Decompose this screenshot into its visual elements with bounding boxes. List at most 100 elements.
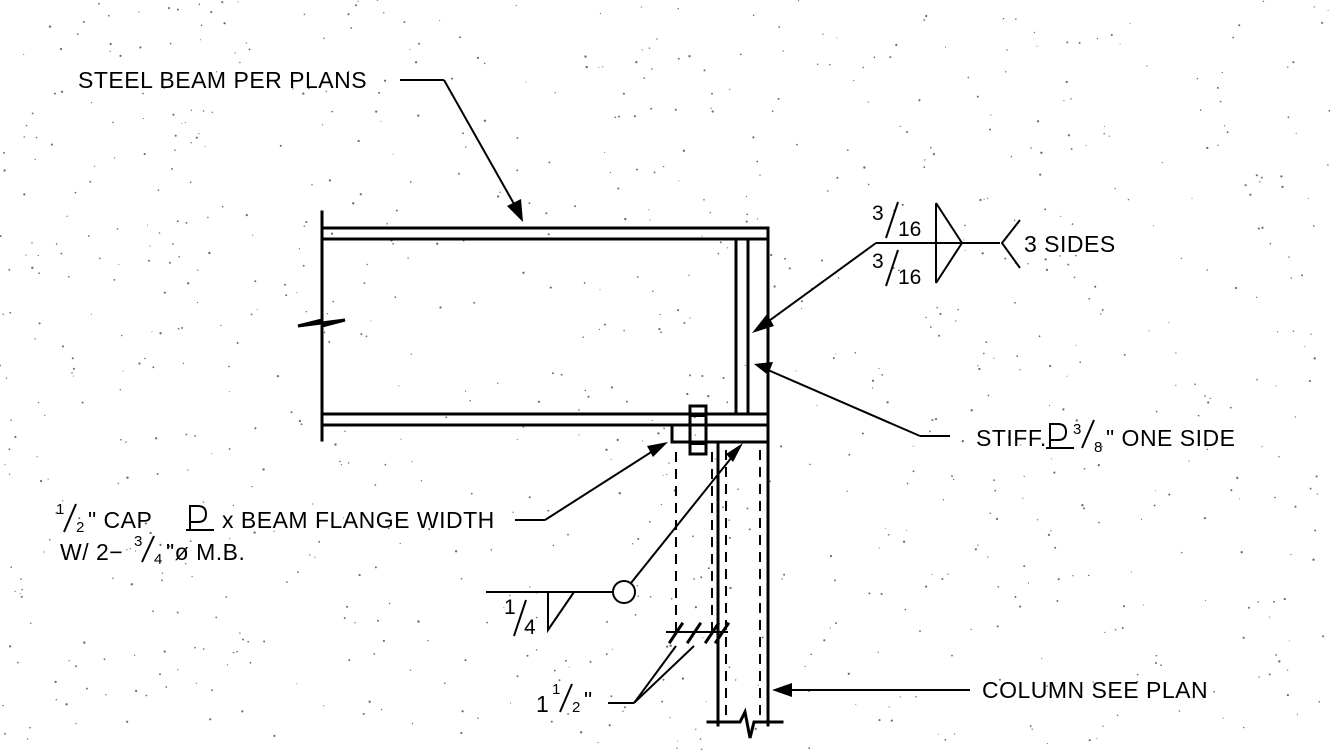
scan-speck [200,39,202,41]
scan-speck [1313,357,1316,360]
scan-speck [994,489,997,492]
scan-speck [682,149,686,152]
scan-speck [98,257,101,260]
scan-speck [944,738,947,741]
scan-speck [1032,689,1034,691]
scan-speck [189,540,192,542]
scan-speck [993,479,995,482]
scan-speck [1206,269,1208,271]
scan-speck [256,308,258,311]
fillet-weld-slash [513,599,527,637]
scan-speck [550,720,553,723]
scan-speck [1062,408,1065,411]
scan-speck [254,280,257,283]
scan-speck [168,7,171,10]
scan-speck [516,438,518,440]
scan-speck [884,527,887,529]
scan-speck [694,434,696,436]
scan-speck [996,625,999,628]
scan-speck [1075,344,1077,346]
scan-speck [754,727,757,731]
leader-column [772,683,970,697]
scan-speck [228,448,231,450]
scan-speck [66,215,68,217]
scan-speck [837,277,840,279]
scan-speck [995,517,999,521]
scan-speck [23,54,25,56]
scan-speck [649,596,652,598]
scan-speck [863,166,866,169]
bolts-prefix: W/ 2− [60,539,123,565]
scan-speck [692,535,694,538]
scan-speck [388,602,391,605]
scan-speck [1092,681,1094,683]
scan-speck [709,211,712,214]
scan-speck [829,627,831,629]
scan-speck [579,731,583,734]
scan-speck [4,732,6,735]
scan-speck [1290,277,1293,279]
scan-speck [357,139,360,143]
scan-speck [797,0,800,2]
scan-speck [1029,725,1032,727]
scan-speck [1083,467,1086,470]
scan-speck [163,650,166,653]
scan-speck [105,694,107,696]
arrowhead [507,199,523,222]
scan-speck [232,651,235,654]
scan-speck [516,136,519,139]
scan-speck [707,394,710,398]
scan-speck [503,607,505,609]
scan-speck [65,703,68,706]
scan-speck [109,42,112,46]
scan-speck [816,404,818,406]
scan-speck [273,530,275,533]
scan-speck [34,158,36,161]
scan-speck [411,461,413,463]
scan-speck [509,594,511,597]
scan-speck [139,46,142,49]
scan-speck [9,311,12,314]
scan-speck [395,209,398,212]
scan-speck [1221,71,1223,74]
scan-speck [929,146,932,149]
scan-speck [689,317,691,319]
scan-speck [829,64,831,66]
leader-stiffener [754,362,950,437]
scan-speck [228,391,230,393]
scan-speck [545,212,548,215]
scan-speck [134,689,138,693]
scan-speck [820,259,824,262]
scan-speck [868,592,871,595]
scan-speck [756,160,759,163]
scan-speck [1027,263,1029,265]
scan-speck [1175,384,1177,387]
scan-speck [383,12,385,14]
dimension-ticks [666,621,731,645]
scan-speck [161,572,164,574]
scan-speck [1088,739,1091,742]
scan-speck [1104,125,1106,128]
scan-speck [744,364,746,367]
scan-speck [976,95,979,98]
scan-speck [745,220,748,223]
scan-speck [668,462,670,464]
scan-speck [640,6,642,8]
scan-speck [656,38,658,40]
scan-speck [1048,364,1052,368]
scan-speck [783,573,786,576]
scan-speck [152,366,155,369]
scan-speck [87,235,90,237]
leader-cap-plate [515,442,668,521]
scan-speck [54,680,57,684]
scan-speck [1290,553,1292,556]
scan-speck [693,578,695,580]
scan-speck [669,717,671,719]
scan-speck [417,620,420,623]
scan-speck [1078,41,1081,44]
scan-speck [728,519,730,521]
scan-speck [1206,146,1209,150]
scan-speck [1094,285,1097,288]
scan-speck [2,313,4,316]
